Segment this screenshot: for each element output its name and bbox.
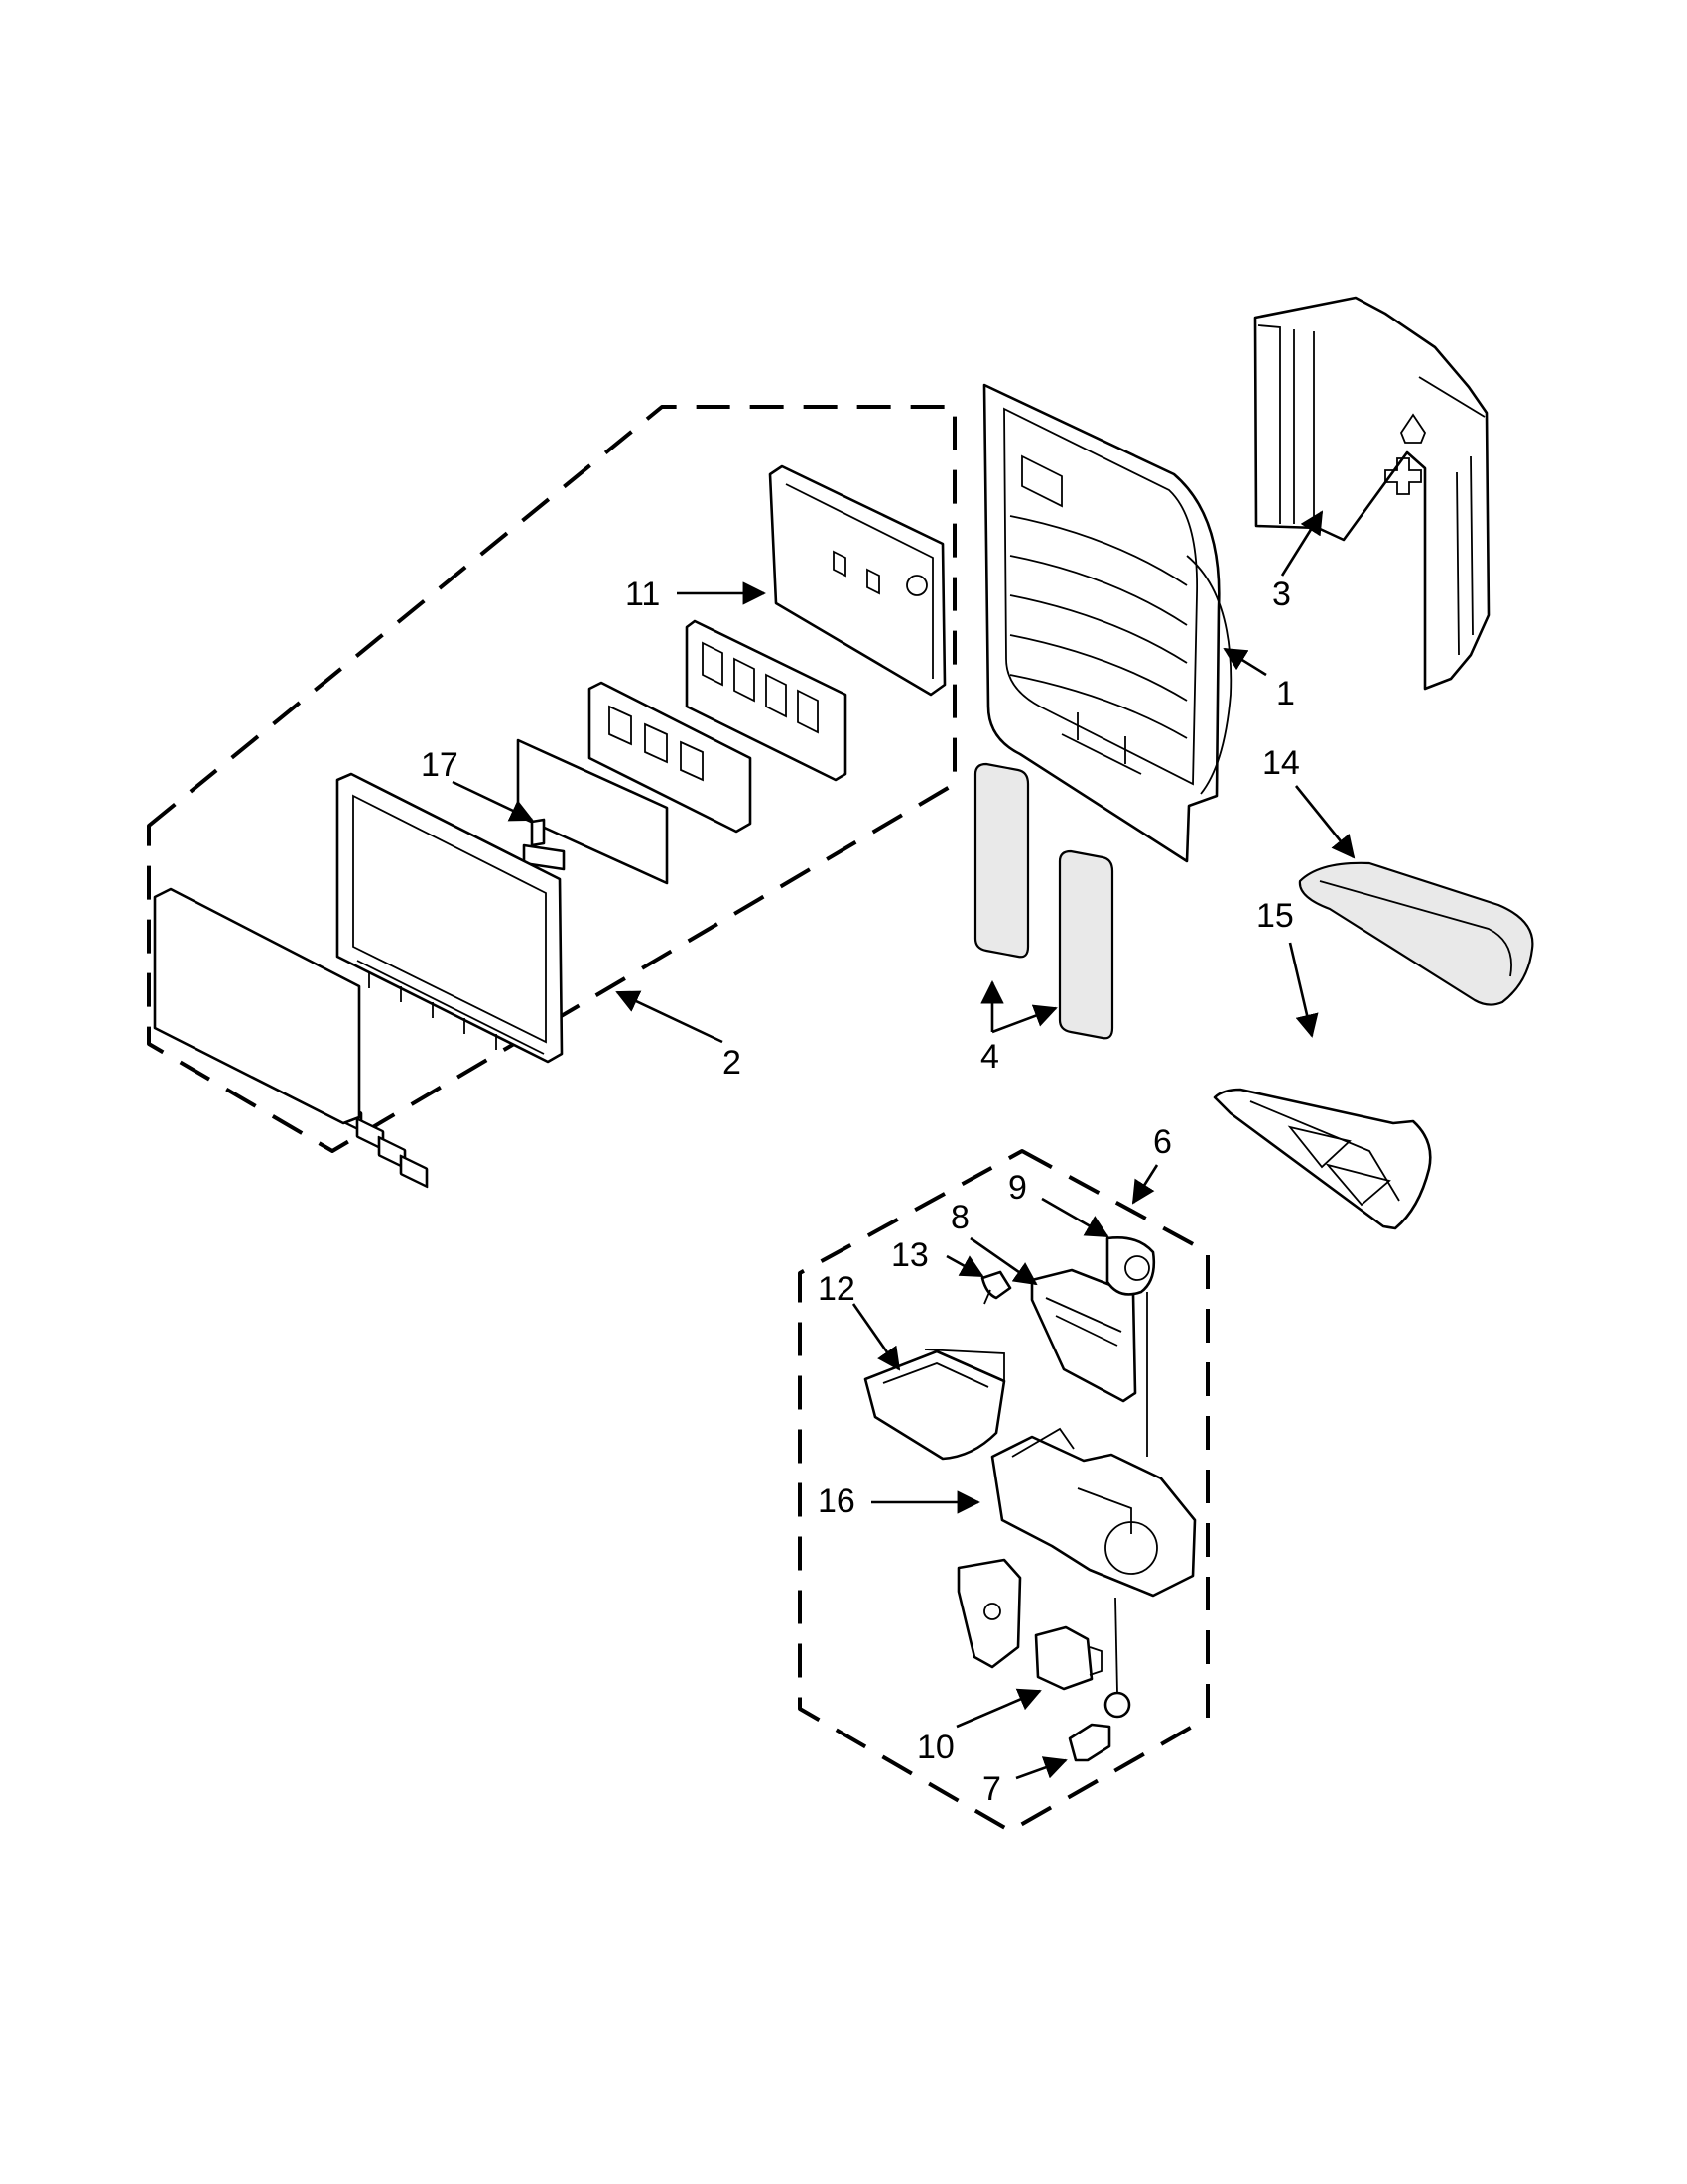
- leader-2: [615, 990, 723, 1044]
- leader-8: [970, 1236, 1038, 1286]
- leader-12: [851, 1303, 901, 1371]
- part-keypad-frame: [587, 681, 752, 834]
- callout-17: 17: [421, 746, 458, 784]
- callout-10: 10: [917, 1729, 955, 1766]
- part-pads: [973, 762, 1114, 1040]
- callout-12: 12: [818, 1270, 855, 1308]
- callout-4: 4: [980, 1038, 999, 1076]
- leader-3: [1280, 510, 1324, 577]
- part-switch: [522, 818, 566, 871]
- leader-9: [1041, 1197, 1109, 1238]
- group-boundary-dispenser-housing: [798, 1149, 1210, 1833]
- group-boundary-control-panel: [147, 405, 957, 1153]
- part-control-housing: [768, 464, 947, 697]
- part-membrane: [516, 738, 669, 885]
- callout-13: 13: [891, 1236, 929, 1274]
- part-actuator-paddle: [957, 1558, 1022, 1669]
- part-trim-frame: [335, 772, 564, 1064]
- part-dispenser-frame: [982, 383, 1233, 863]
- callout-6: 6: [1153, 1123, 1172, 1161]
- callout-7: 7: [982, 1770, 1001, 1808]
- leader-13: [946, 1254, 984, 1278]
- leader-10: [956, 1688, 1042, 1729]
- part-lamp-socket: [1105, 1236, 1156, 1296]
- part-dispenser-cup: [863, 1349, 1006, 1461]
- part-control-board: [685, 619, 847, 782]
- part-water-fitting: [1068, 1597, 1131, 1762]
- part-front-panel: [153, 887, 361, 1125]
- leader-17: [452, 780, 534, 822]
- part-drip-tray: [1298, 861, 1534, 1006]
- callout-3: 3: [1272, 576, 1291, 613]
- part-bulb: [980, 1270, 1012, 1305]
- leader-1: [1223, 647, 1267, 677]
- part-dispenser-base: [990, 1427, 1197, 1598]
- callout-1: 1: [1276, 675, 1295, 712]
- callout-2: 2: [722, 1044, 741, 1082]
- leader-14: [1294, 785, 1356, 859]
- callout-14: 14: [1262, 744, 1300, 782]
- callout-8: 8: [951, 1199, 970, 1236]
- callout-9: 9: [1008, 1169, 1027, 1207]
- part-dispenser-shroud: [1253, 296, 1491, 691]
- callout-15: 15: [1256, 897, 1294, 935]
- leader-4b: [991, 1004, 1058, 1034]
- leader-6: [1131, 1164, 1159, 1205]
- leader-15: [1288, 942, 1319, 1038]
- leader-7: [1015, 1756, 1068, 1780]
- part-drip-grille: [1213, 1088, 1432, 1230]
- callout-16: 16: [818, 1482, 855, 1520]
- part-dispenser-bracket: [1030, 1268, 1137, 1403]
- part-solenoid: [1034, 1625, 1103, 1691]
- callout-11: 11: [625, 576, 660, 613]
